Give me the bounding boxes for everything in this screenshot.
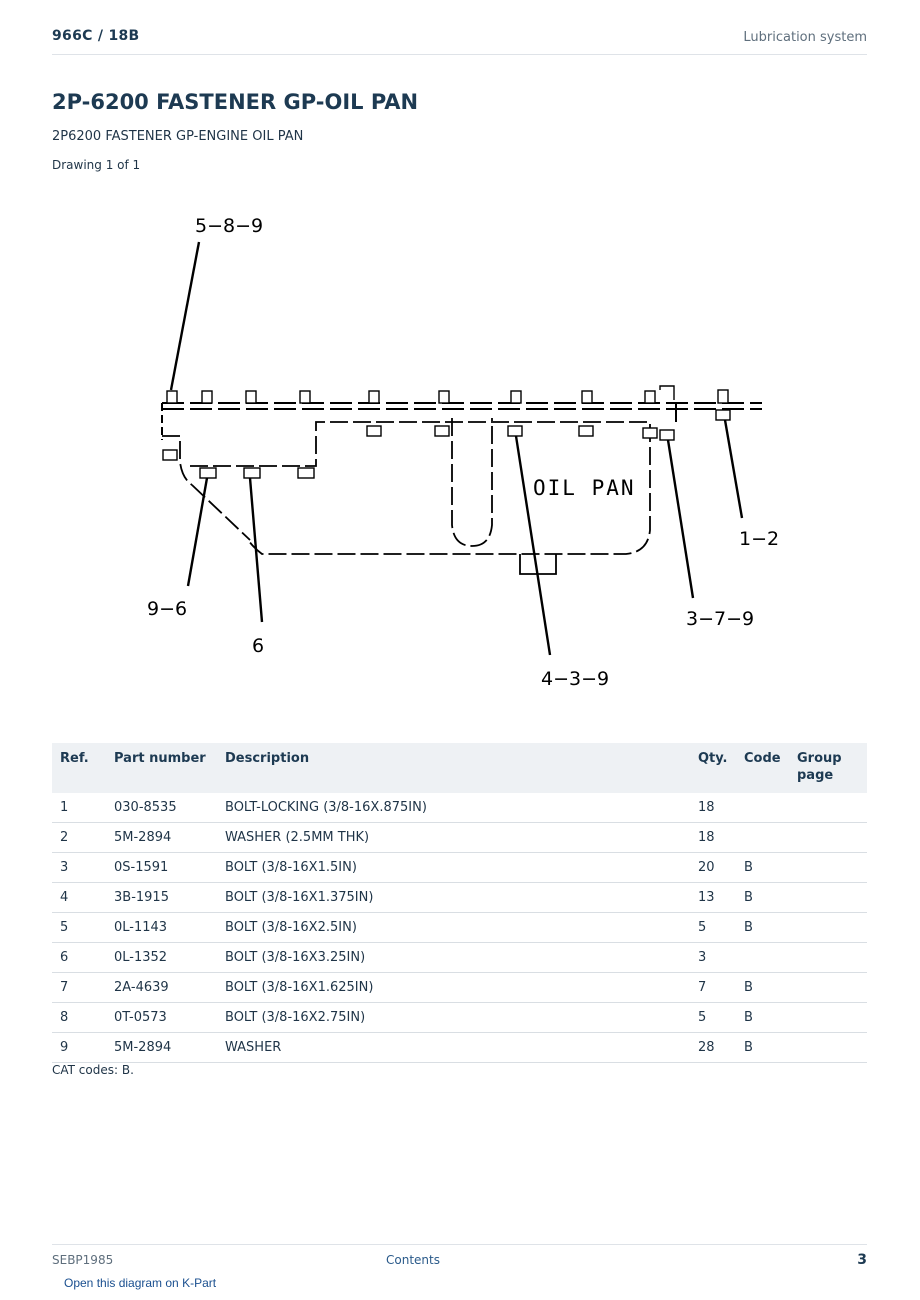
cell-qty: 20 xyxy=(690,852,736,883)
callout-3-7-9: 3−7−9 xyxy=(686,608,754,630)
cell-code: B xyxy=(736,1002,789,1033)
cell-part-number: 3B-1915 xyxy=(106,882,217,913)
cat-codes-note: CAT codes: B. xyxy=(52,1063,134,1077)
oil-pan-label: OIL PAN xyxy=(533,476,636,500)
cell-part-number: 2A-4639 xyxy=(106,972,217,1003)
cell-ref: 4 xyxy=(52,882,106,913)
section-name: Lubrication system xyxy=(743,30,867,45)
cell-description: WASHER (2.5MM THK) xyxy=(217,822,690,853)
page-title: 2P-6200 FASTENER GP-OIL PAN xyxy=(52,90,419,114)
callout-4-3-9: 4−3−9 xyxy=(541,668,609,690)
cell-description: BOLT (3/8-16X3.25IN) xyxy=(217,942,690,973)
cell-code: B xyxy=(736,1032,789,1063)
callout-6: 6 xyxy=(252,635,264,657)
engine-block-outline xyxy=(161,402,762,440)
cell-qty: 5 xyxy=(690,1002,736,1033)
page-number: 3 xyxy=(857,1252,867,1268)
oil-pan-diagram: 5−8−9 1−2 9−6 6 3−7−9 4−3−9 OIL PAN xyxy=(130,200,780,700)
cell-group-page xyxy=(789,1032,867,1063)
top-bolts xyxy=(166,385,729,404)
cell-description: BOLT-LOCKING (3/8-16X.875IN) xyxy=(217,793,690,823)
cell-ref: 7 xyxy=(52,972,106,1003)
cell-description: WASHER xyxy=(217,1032,690,1063)
cell-group-page xyxy=(789,852,867,883)
cell-description: BOLT (3/8-16X1.625IN) xyxy=(217,972,690,1003)
column-header-description: Description xyxy=(217,743,690,793)
cell-qty: 28 xyxy=(690,1032,736,1063)
cell-group-page xyxy=(789,912,867,943)
footer-divider xyxy=(52,1244,867,1245)
cell-code xyxy=(736,942,789,973)
cell-ref: 9 xyxy=(52,1032,106,1063)
oil-pan-outline xyxy=(162,418,651,575)
parts-table: Ref. Part number Description Qty. Code G… xyxy=(52,743,867,1063)
cell-code xyxy=(736,822,789,853)
table-header-row: Ref. Part number Description Qty. Code G… xyxy=(52,743,867,793)
cell-code: B xyxy=(736,972,789,1003)
cell-part-number: 0L-1352 xyxy=(106,942,217,973)
cell-group-page xyxy=(789,972,867,1003)
cell-part-number: 0S-1591 xyxy=(106,852,217,883)
callout-leaders xyxy=(169,241,744,656)
contents-link[interactable]: Contents xyxy=(386,1253,440,1267)
cell-ref: 5 xyxy=(52,912,106,943)
cell-code xyxy=(736,793,789,823)
cell-qty: 13 xyxy=(690,882,736,913)
cell-qty: 18 xyxy=(690,822,736,853)
cell-ref: 1 xyxy=(52,793,106,823)
cell-code: B xyxy=(736,882,789,913)
cell-group-page xyxy=(789,793,867,823)
cell-description: BOLT (3/8-16X2.75IN) xyxy=(217,1002,690,1033)
cell-description: BOLT (3/8-16X1.375IN) xyxy=(217,882,690,913)
document-id: SEBP1985 xyxy=(52,1253,114,1267)
column-header-ref: Ref. xyxy=(52,743,106,793)
cell-part-number: 5M-2894 xyxy=(106,822,217,853)
cell-group-page xyxy=(789,942,867,973)
drawing-label: Drawing 1 of 1 xyxy=(52,158,141,172)
cell-code: B xyxy=(736,912,789,943)
cell-part-number: 5M-2894 xyxy=(106,1032,217,1063)
cell-qty: 3 xyxy=(690,942,736,973)
cell-group-page xyxy=(789,822,867,853)
cell-code: B xyxy=(736,852,789,883)
column-header-part-number: Part number xyxy=(106,743,217,793)
model-header: 966C / 18B xyxy=(52,28,140,44)
column-header-qty: Qty. xyxy=(690,743,736,793)
cell-part-number: 0L-1143 xyxy=(106,912,217,943)
cell-part-number: 030-8535 xyxy=(106,793,217,823)
cell-qty: 18 xyxy=(690,793,736,823)
cell-qty: 7 xyxy=(690,972,736,1003)
cell-description: BOLT (3/8-16X2.5IN) xyxy=(217,912,690,943)
page-subtitle: 2P6200 FASTENER GP-ENGINE OIL PAN xyxy=(52,129,304,144)
header-divider xyxy=(52,54,867,55)
cell-group-page xyxy=(789,1002,867,1033)
cell-part-number: 0T-0573 xyxy=(106,1002,217,1033)
callout-9-6: 9−6 xyxy=(147,598,187,620)
column-header-code: Code xyxy=(736,743,789,793)
cell-group-page xyxy=(789,882,867,913)
callout-1-2: 1−2 xyxy=(739,528,779,550)
cell-ref: 8 xyxy=(52,1002,106,1033)
qty-header-label: Qty. xyxy=(698,751,728,766)
callout-5-8-9: 5−8−9 xyxy=(195,215,263,237)
cell-description: BOLT (3/8-16X1.5IN) xyxy=(217,852,690,883)
cell-ref: 2 xyxy=(52,822,106,853)
cell-ref: 6 xyxy=(52,942,106,973)
bottom-nuts xyxy=(162,409,731,479)
column-header-group-page: Group page xyxy=(789,743,867,793)
open-k-part-link[interactable]: Open this diagram on K-Part xyxy=(64,1276,217,1290)
cell-qty: 5 xyxy=(690,912,736,943)
cell-ref: 3 xyxy=(52,852,106,883)
